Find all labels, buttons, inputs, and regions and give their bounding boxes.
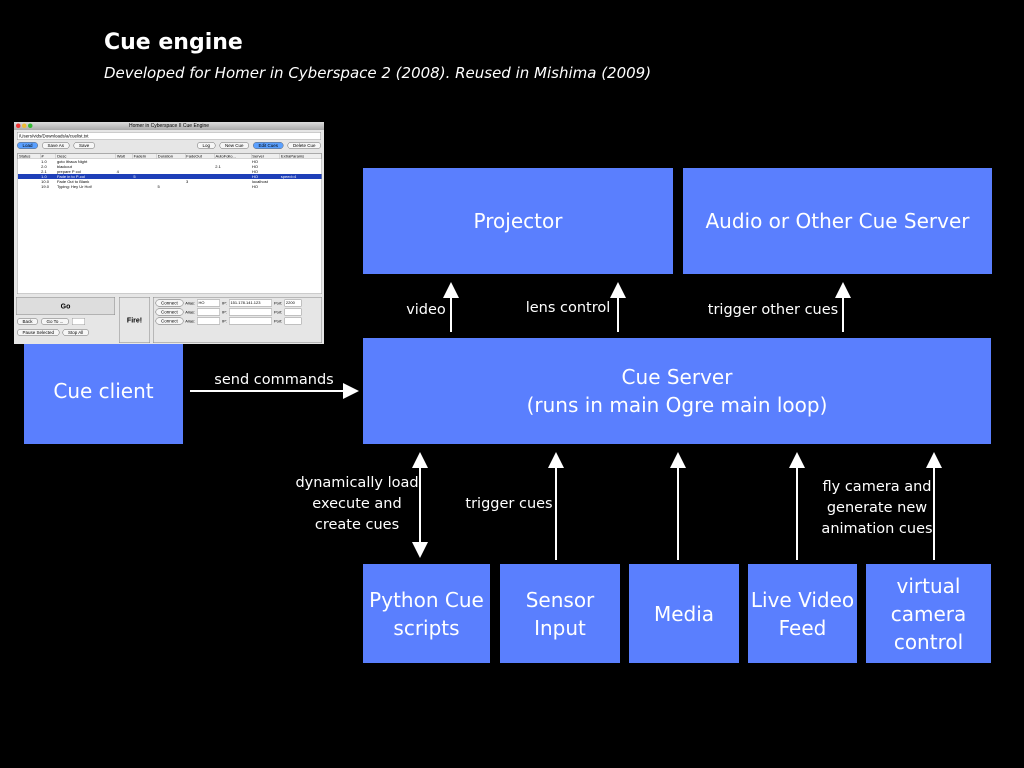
stop-all-button: Stop All	[63, 329, 89, 336]
dynamic-label: dynamically load execute and create cues	[295, 473, 418, 536]
table-cell: 5	[157, 184, 186, 189]
delete-cue-button: Delete Cue	[287, 142, 321, 149]
trigger-label: trigger cues	[465, 494, 552, 515]
port-field: 2200	[284, 300, 301, 307]
new-cue-button: New Cue	[219, 142, 249, 149]
connect-button: Connect	[156, 318, 184, 325]
table-cell: HO	[251, 184, 280, 189]
save-button: Save	[74, 142, 95, 149]
pause-selected-button: Pause Selected	[17, 329, 60, 336]
alias-field	[197, 309, 220, 316]
cue-engine-screenshot: Homer in Cyberspace II Cue Engine /Users…	[14, 122, 324, 344]
fire-button: Fire!	[119, 297, 150, 343]
table-cell	[116, 184, 133, 189]
port-label: Port:	[274, 319, 282, 324]
table-cell	[132, 184, 156, 189]
connection-row: Connect Alias: IP: Port:	[156, 318, 320, 325]
goto-field	[72, 318, 85, 325]
port-label: Port:	[274, 310, 282, 315]
log-button: Log	[197, 142, 216, 149]
connection-row: Connect Alias: IP: Port:	[156, 309, 320, 316]
port-field	[284, 309, 301, 316]
alias-field: HO	[197, 300, 220, 307]
table-cell: 19.0	[40, 184, 56, 189]
cue-table-area: Status#DescWaitFadeInDurationFadeOutAuto…	[17, 153, 322, 294]
load-button: Load	[17, 142, 38, 149]
connections-panel: Connect Alias:HO IP:151.178.141.123 Port…	[153, 297, 322, 343]
back-button: Back	[17, 318, 38, 325]
send-label: send commands	[214, 370, 333, 391]
port-field	[284, 318, 301, 325]
lens-label: lens control	[526, 298, 611, 319]
table-cell: Typing: Hey Ur Hot!	[56, 184, 116, 189]
ip-label: IP:	[222, 301, 227, 306]
table-cell	[18, 184, 40, 189]
connect-button: Connect	[156, 300, 184, 307]
ip-field	[229, 309, 272, 316]
video-label: video	[406, 300, 446, 321]
alias-field	[197, 318, 220, 325]
save-as-button: Save As	[42, 142, 70, 149]
edit-cues-button: Edit Cues	[253, 142, 284, 149]
ip-label: IP:	[222, 319, 227, 324]
alias-label: Alias:	[185, 310, 195, 315]
ip-label: IP:	[222, 310, 227, 315]
cue-table: Status#DescWaitFadeInDurationFadeOutAuto…	[18, 154, 322, 190]
ip-field	[229, 318, 272, 325]
go-button: Go	[16, 297, 115, 315]
fly-label: fly camera and generate new animation cu…	[821, 477, 932, 540]
port-label: Port:	[274, 301, 282, 306]
trigger-other-label: trigger other cues	[708, 300, 838, 321]
window-title: Homer in Cyberspace II Cue Engine	[129, 123, 209, 129]
connect-button: Connect	[156, 309, 184, 316]
ip-field: 151.178.141.123	[229, 300, 272, 307]
path-field: /Users/vids/Downloads/a/cuelist.txt	[17, 132, 321, 140]
table-row: 19.0Typing: Hey Ur Hot! 5 HO	[18, 184, 322, 189]
connection-row: Connect Alias:HO IP:151.178.141.123 Port…	[156, 300, 320, 307]
alias-label: Alias:	[185, 301, 195, 306]
table-cell	[214, 184, 251, 189]
table-cell	[185, 184, 214, 189]
goto-button: Go To ...	[41, 318, 69, 325]
alias-label: Alias:	[185, 319, 195, 324]
table-cell	[280, 184, 321, 189]
